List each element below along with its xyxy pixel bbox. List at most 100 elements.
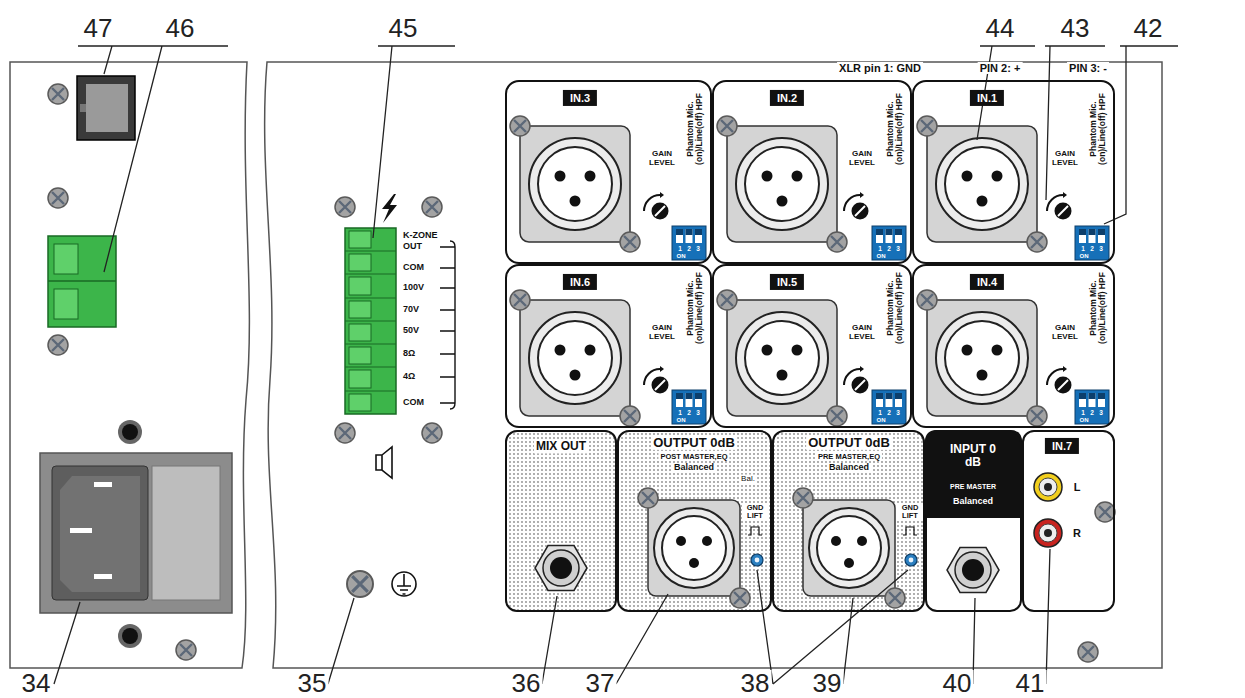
switch-number: 3 <box>896 245 900 252</box>
speaker-symbol <box>376 447 392 478</box>
input-module: IN.2GAIN LEVEL Phantom Mic.(on)/Line(off)… <box>712 80 912 264</box>
switch-number: 1 <box>878 245 882 252</box>
input-module: IN.3GAIN LEVELPhantom Mic.(on)/Line(off)… <box>505 80 712 264</box>
gain-label: GAIN LEVEL <box>1049 324 1081 342</box>
switch-number: 2 <box>687 245 691 252</box>
channel-tag: IN.3 <box>563 90 597 106</box>
input-header <box>925 430 1022 518</box>
lightning-symbol <box>382 194 397 223</box>
jacks <box>535 546 999 593</box>
callout-number: 45 <box>387 15 420 41</box>
terminal-label: COM <box>401 398 426 408</box>
terminal-label: 8Ω <box>401 349 417 359</box>
switch-number: 2 <box>887 245 891 252</box>
callout-number: 43 <box>1059 15 1092 41</box>
iec-socket <box>40 420 232 648</box>
callout-number: 41 <box>1014 670 1047 696</box>
callout-number: 46 <box>164 15 197 41</box>
pin-note: XLR pin 1: GND <box>837 62 923 74</box>
power-switch <box>77 76 135 140</box>
right-panel <box>265 62 1162 668</box>
callout-number: 34 <box>20 670 53 696</box>
terminal-label: 50V <box>401 326 421 336</box>
section-title: MIX OUT <box>534 440 588 453</box>
input-module: IN.6GAIN LEVELPhantom Mic.(on)/Line(off)… <box>505 264 712 428</box>
section-title: INPUT 0 dB <box>945 443 1001 469</box>
gain-label: GAIN LEVEL <box>646 150 678 168</box>
terminal-bracket <box>440 241 455 409</box>
gain-knobs <box>644 192 1072 394</box>
channel-tag: IN.4 <box>970 274 1004 290</box>
channel-tag: IN.2 <box>770 90 804 106</box>
switch-legend: Phantom Mic.(on)/Line(off) HPF <box>1089 93 1107 165</box>
switch-number: 1 <box>1081 409 1085 416</box>
dotted-ground <box>617 430 772 612</box>
switch-on-label: ON <box>1080 253 1089 260</box>
switch-number: 2 <box>1090 409 1094 416</box>
switch-number: 1 <box>878 409 882 416</box>
switch-on-label: ON <box>877 417 886 424</box>
section-note: Bal. <box>739 475 757 484</box>
switch-legend: Phantom Mic.(on)/Line(off) HPF <box>1089 272 1107 344</box>
input-module: IN.5GAIN LEVELPhantom Mic.(on)/Line(off)… <box>712 264 912 428</box>
channel-tag: IN.6 <box>563 274 597 290</box>
section-note: PRE MASTER,EQ <box>816 453 882 461</box>
left-panel <box>10 62 249 668</box>
switch-legend: Phantom Mic.(on)/Line(off) HPF <box>886 272 904 344</box>
output-box: OUTPUT 0dB PRE MASTER,EQ BalancedGND LIFT <box>772 430 925 612</box>
channel-side: R <box>1073 527 1081 539</box>
switch-number: 3 <box>1099 245 1103 252</box>
pin-note: PIN 3: - <box>1067 62 1109 74</box>
terminal-label: 100V <box>401 283 426 293</box>
dip-switches <box>672 226 1109 424</box>
callout-number: 39 <box>811 670 844 696</box>
section-note: POST MASTER,EQ <box>658 453 729 461</box>
section-title: OUTPUT 0dB <box>806 436 892 450</box>
terminal-label: 4Ω <box>401 372 417 382</box>
channel-side: L <box>1074 481 1081 493</box>
switch-number: 2 <box>1090 245 1094 252</box>
input-box: INPUT 0 dB PRE MASTER Balanced <box>925 430 1022 612</box>
callout-number: 36 <box>510 670 543 696</box>
section-note: PRE MASTER <box>950 483 996 491</box>
switch-number: 1 <box>1081 245 1085 252</box>
gnd-lift-label: GND LIFT <box>742 504 768 521</box>
callout-number: 35 <box>296 670 329 696</box>
callout-number: 44 <box>984 15 1017 41</box>
dotted-ground <box>772 430 925 612</box>
green-terminal-small <box>48 236 116 327</box>
switch-number: 3 <box>696 245 700 252</box>
pin-note: PIN 2: + <box>978 62 1023 74</box>
callout-number: 47 <box>82 15 115 41</box>
rca-input-box: IN.7L R <box>1022 430 1115 612</box>
section-note: Balanced <box>827 463 871 473</box>
callout-number: 40 <box>941 670 974 696</box>
switch-number: 3 <box>1099 409 1103 416</box>
terminal-label: K-ZONE <box>401 231 440 241</box>
channel-tag: IN.7 <box>1045 438 1079 454</box>
speaker-terminal <box>345 228 396 414</box>
xlr-connectors <box>510 116 1047 608</box>
callout-number: 38 <box>739 670 772 696</box>
terminal-label: OUT <box>401 242 424 252</box>
rca-sockets <box>1034 473 1062 547</box>
section-title: OUTPUT 0dB <box>651 436 737 450</box>
leader-lines <box>54 46 1178 684</box>
switch-on-label: ON <box>677 417 686 424</box>
switch-number: 2 <box>687 409 691 416</box>
terminal-label: COM <box>401 263 426 273</box>
switch-on-label: ON <box>877 253 886 260</box>
gnd-lift-label: GND LIFT <box>897 504 923 521</box>
channel-tag: IN.5 <box>770 274 804 290</box>
gain-label: GAIN LEVEL <box>846 150 878 168</box>
channel-tag: IN.1 <box>970 90 1004 106</box>
callout-number: 37 <box>584 670 617 696</box>
gain-label: GAIN LEVEL <box>1049 150 1081 168</box>
section-note: Balanced <box>953 497 993 507</box>
switch-number: 1 <box>678 409 682 416</box>
switch-number: 3 <box>896 409 900 416</box>
switch-legend: Phantom Mic.(on)/Line(off) HPF <box>886 93 904 165</box>
switch-legend: Phantom Mic.(on)/Line(off) HPF <box>686 272 704 344</box>
